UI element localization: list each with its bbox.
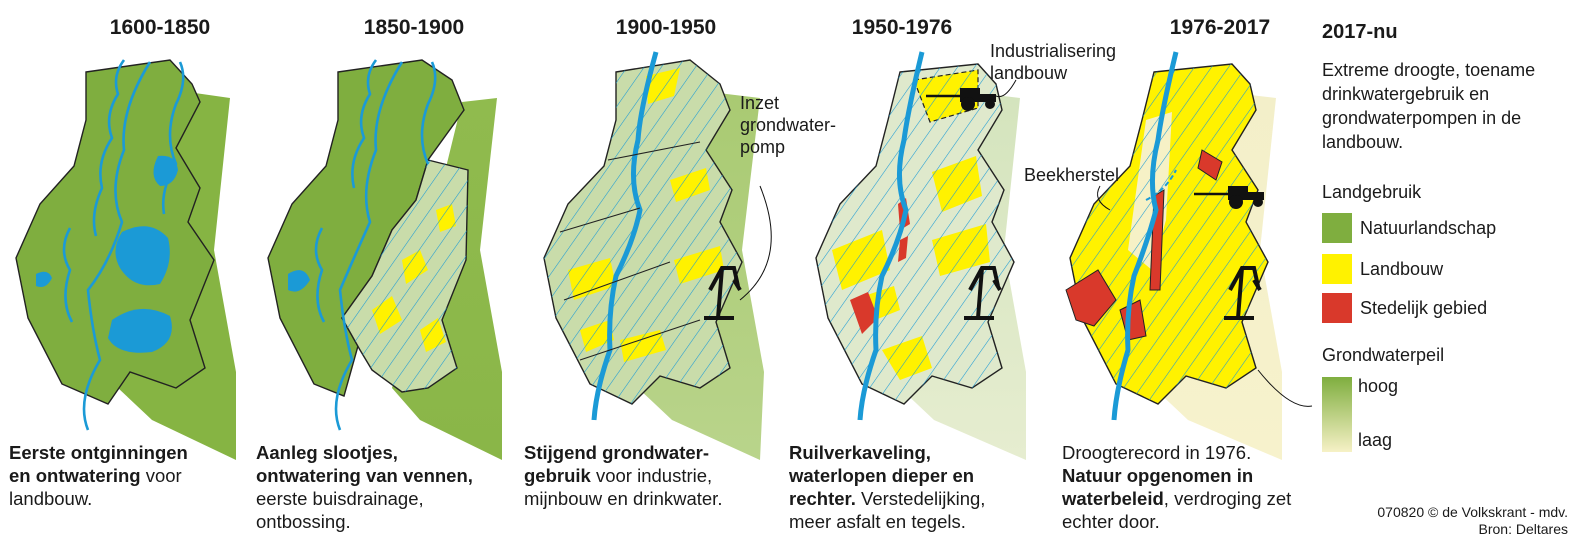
period-title: 1850-1900 [363,16,465,39]
drainage-lines [342,160,468,392]
caption: Droogterecord in 1976. Natuur opgenomen … [1062,442,1292,532]
side-text: Extreme droogte, toename drinkwatergebru… [1322,60,1536,152]
legend-label: Natuurlandschap [1360,217,1497,238]
legend-label-low: laag [1358,430,1393,450]
tractor-icon [926,88,996,111]
caption: Stijgend grondwater­gebruik voor industr… [524,442,723,509]
legend-swatch [1322,293,1352,323]
period-title: 1600-1850 [109,16,211,39]
drainage-lines [544,60,742,404]
stream [420,61,437,165]
legend-label: Stedelijk gebied [1360,297,1488,318]
nature-area [15,59,215,405]
lake [108,308,172,353]
drainage-lines [1070,64,1268,404]
source-credit: 070820 © de Volkskrant - mdv. Bron: Delt… [1377,504,1568,538]
map-1976-2017 [1065,51,1282,460]
pump-icon [1224,266,1262,320]
map-1900-1950 [543,51,764,460]
pump-icon [964,266,1002,320]
stream [351,59,378,189]
stream [92,59,126,237]
pump-icon [704,266,742,320]
legend-label: Landbouw [1360,258,1444,279]
leader-line [1097,185,1111,211]
side-title: 2017-nu [1322,21,1398,43]
stream [161,61,185,215]
stream [334,61,404,431]
legend-label-high: hoog [1358,376,1399,396]
leader-line [739,185,772,301]
stream [62,227,74,323]
lake [288,270,310,292]
callout-stream: Beekherstel [1024,165,1120,185]
urban-area [850,198,910,334]
caption: Aanleg slootjes, ontwatering van vennen,… [256,442,473,532]
credit-line: 070820 © de Volkskrant - mdv. [1377,504,1568,520]
legend-title-landuse: Landgebruik [1322,182,1422,202]
period-title: 1950-1976 [851,16,953,39]
lake [115,226,170,286]
river [1111,51,1179,421]
stream [82,61,152,431]
callout-pump: Inzet grondwater-pomp [740,93,837,157]
lake [153,155,178,186]
stream [314,227,326,323]
map-1600-1850 [15,59,236,460]
groundwater-gradient [1322,377,1352,452]
tractor-icon [1194,186,1264,209]
urban-area [1065,149,1223,341]
legend-swatch [1322,254,1352,284]
caption: Ruilverkaveling, waterlopen dieper en re… [789,442,986,532]
river [591,51,659,421]
leader-line [995,79,1017,98]
legend-title-groundwater: Grondwaterpeil [1322,345,1445,365]
legend-swatch [1322,213,1352,243]
callout-industry: Industrialisering landbouw [990,41,1117,83]
source-line: Bron: Deltares [1478,521,1568,537]
lake [36,271,52,287]
caption: Eerste ontginningen en ontwatering voor … [9,442,188,509]
leader-line [1257,369,1313,407]
legend-item: Landbouw [1322,254,1443,284]
legend-item: Stedelijk gebied [1322,293,1487,323]
restored-stream [1145,169,1177,201]
legend-item: Natuurlandschap [1322,213,1496,243]
parcel-lines [559,141,701,361]
map-1850-1900 [267,59,502,460]
period-title: 1976-2017 [1169,16,1271,39]
river [857,51,925,421]
period-title: 1900-1950 [615,16,717,39]
